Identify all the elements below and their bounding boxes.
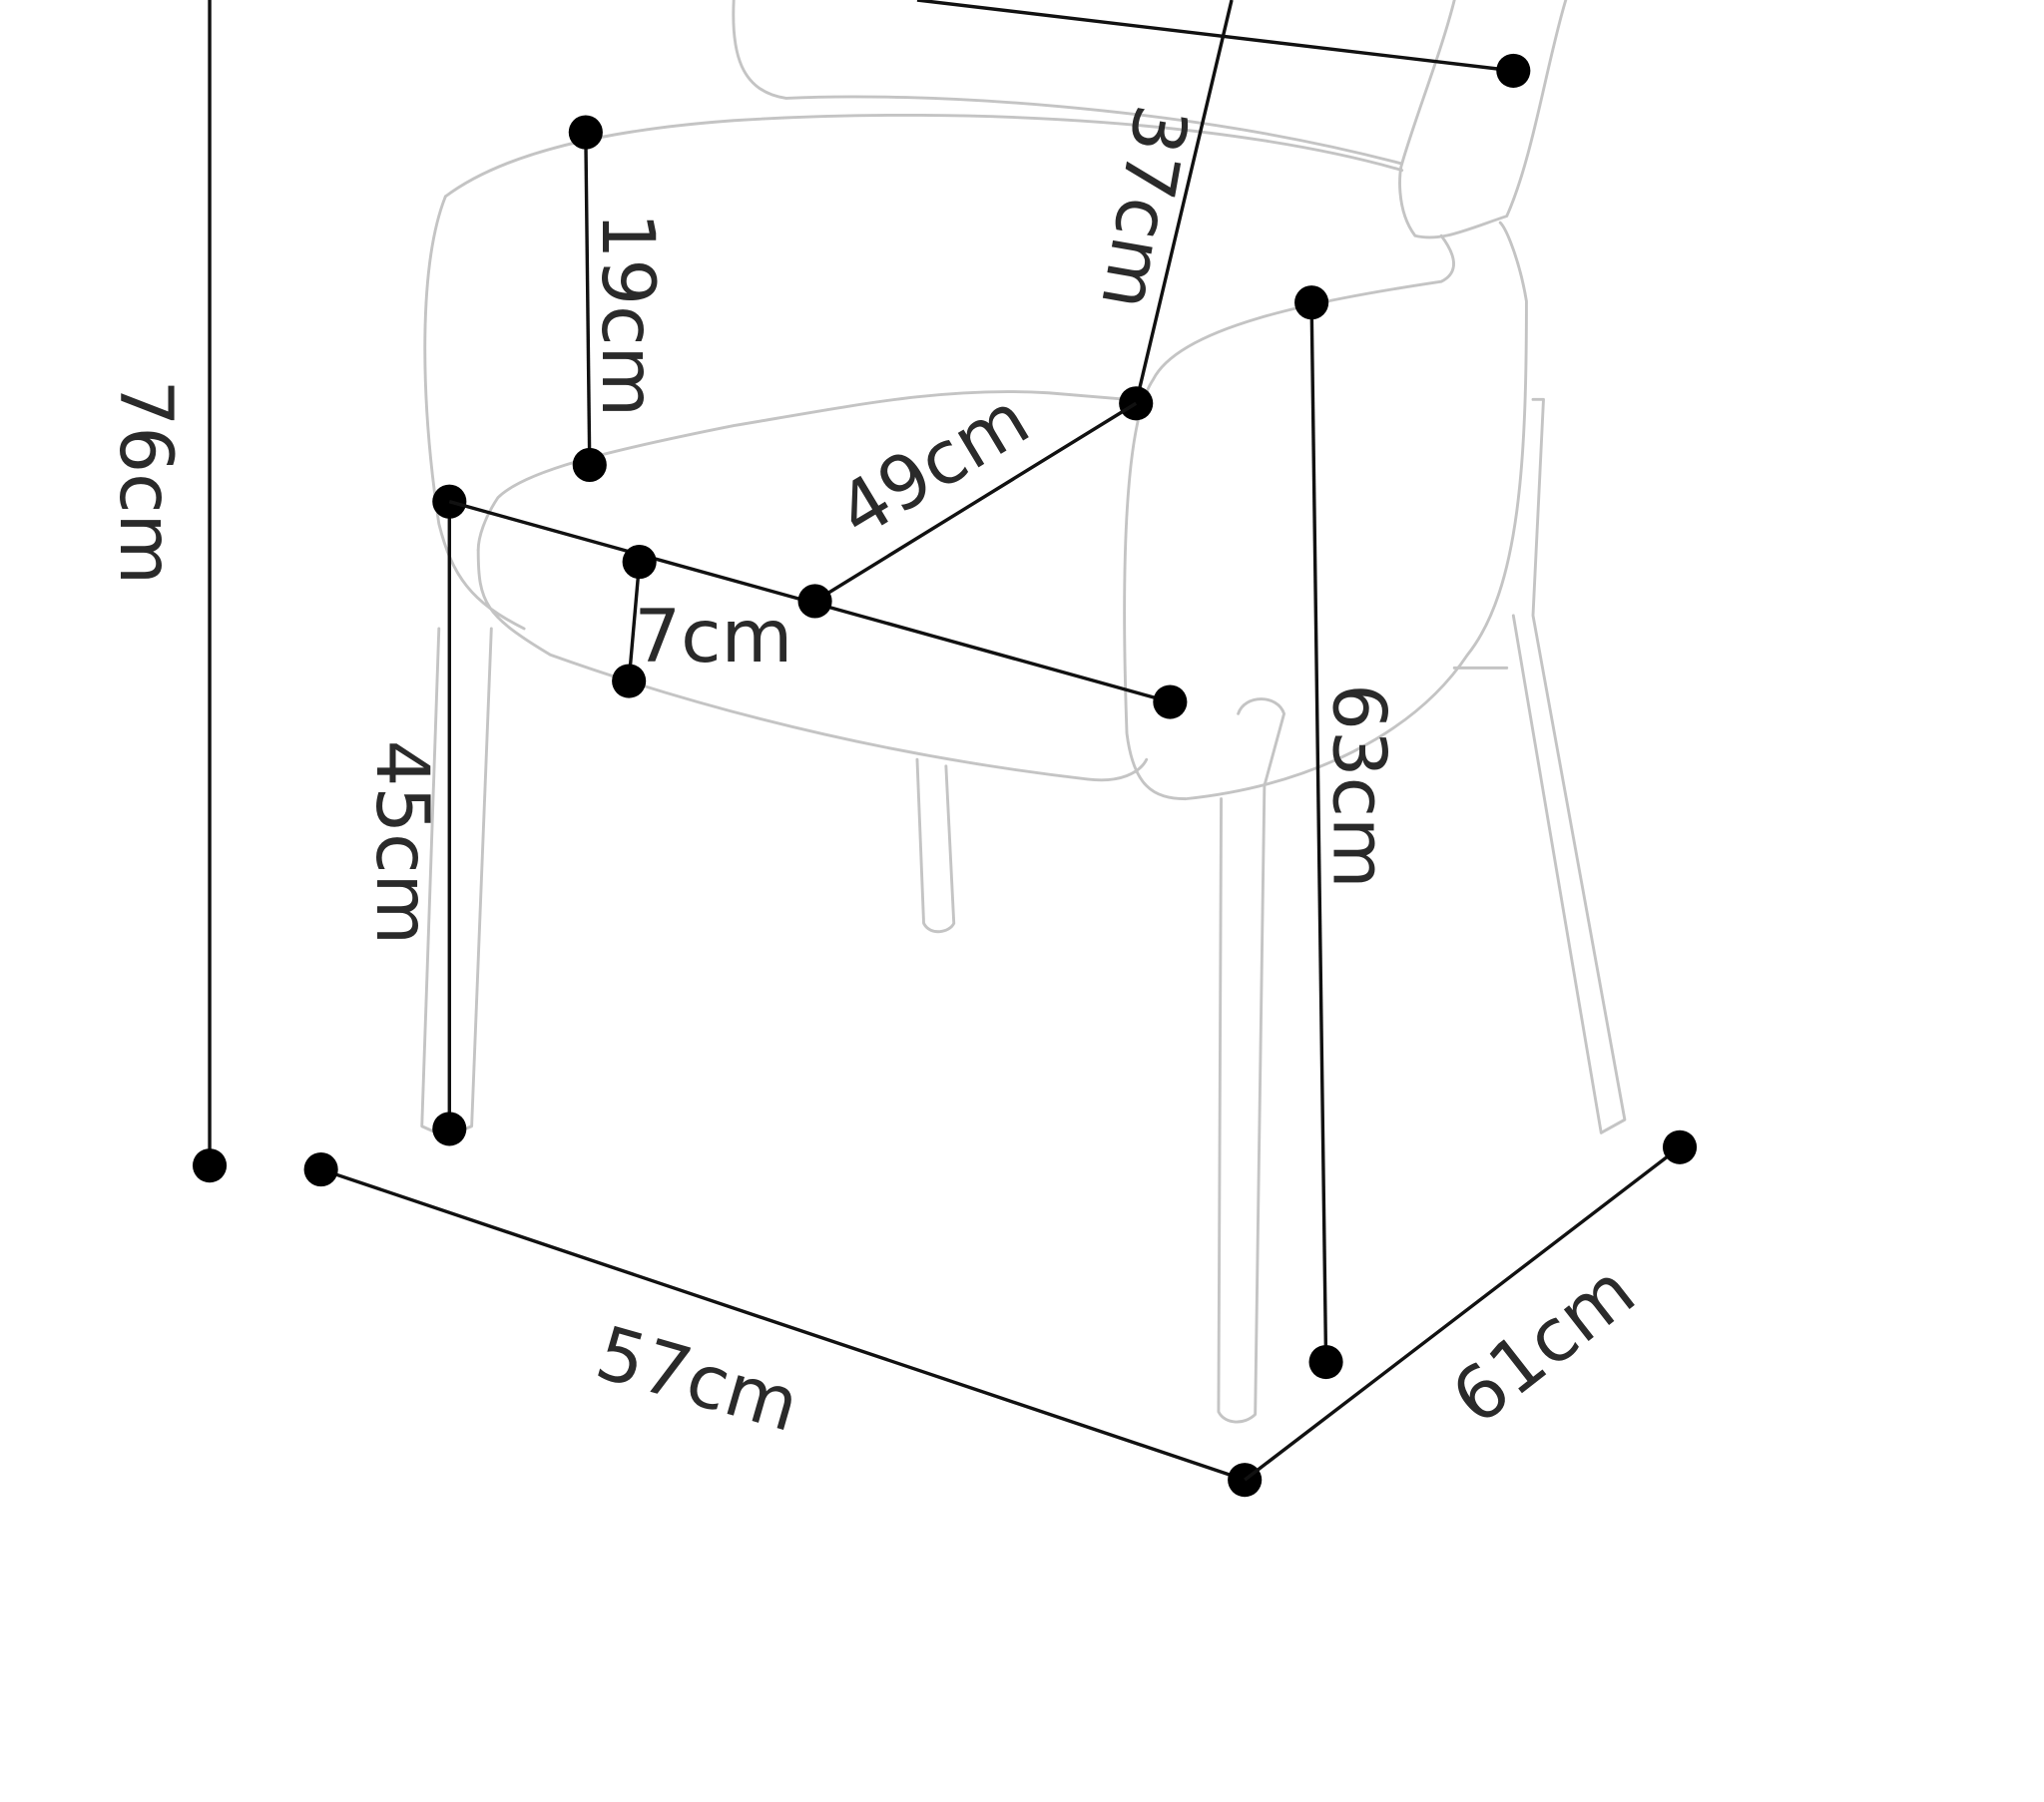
dimension-width: 57cm <box>303 1152 1263 1498</box>
legs <box>420 397 1627 1424</box>
dimension-seat-thickness: 7cm <box>612 545 792 698</box>
armrest-outer <box>443 113 1528 801</box>
label-seat-thickness: 7cm <box>634 595 792 679</box>
label-backrest-height: 37cm <box>1084 99 1203 315</box>
backrest <box>732 0 1568 239</box>
dimension-arm-rest-height: 19cm <box>568 115 670 482</box>
label-total-height: 76cm <box>103 380 188 586</box>
label-seat-height: 45cm <box>359 740 444 946</box>
armrest-left <box>423 195 1149 782</box>
dimension-arm-height: 63cm <box>1294 285 1400 1380</box>
seat-cushion <box>476 390 1129 552</box>
dimension-backrest-height: 37cm <box>916 0 1531 421</box>
label-arm-rest-height: 19cm <box>585 213 670 418</box>
label-width: 57cm <box>587 1311 807 1449</box>
label-depth: 61cm <box>1437 1248 1651 1442</box>
dimension-seat-depth: 49cm <box>448 376 1188 719</box>
dimension-depth: 61cm <box>1244 1129 1698 1482</box>
dimension-seat-height: 45cm <box>359 484 467 1146</box>
label-arm-height: 63cm <box>1315 683 1400 889</box>
dimension-total-height: 76cm <box>103 0 228 1183</box>
